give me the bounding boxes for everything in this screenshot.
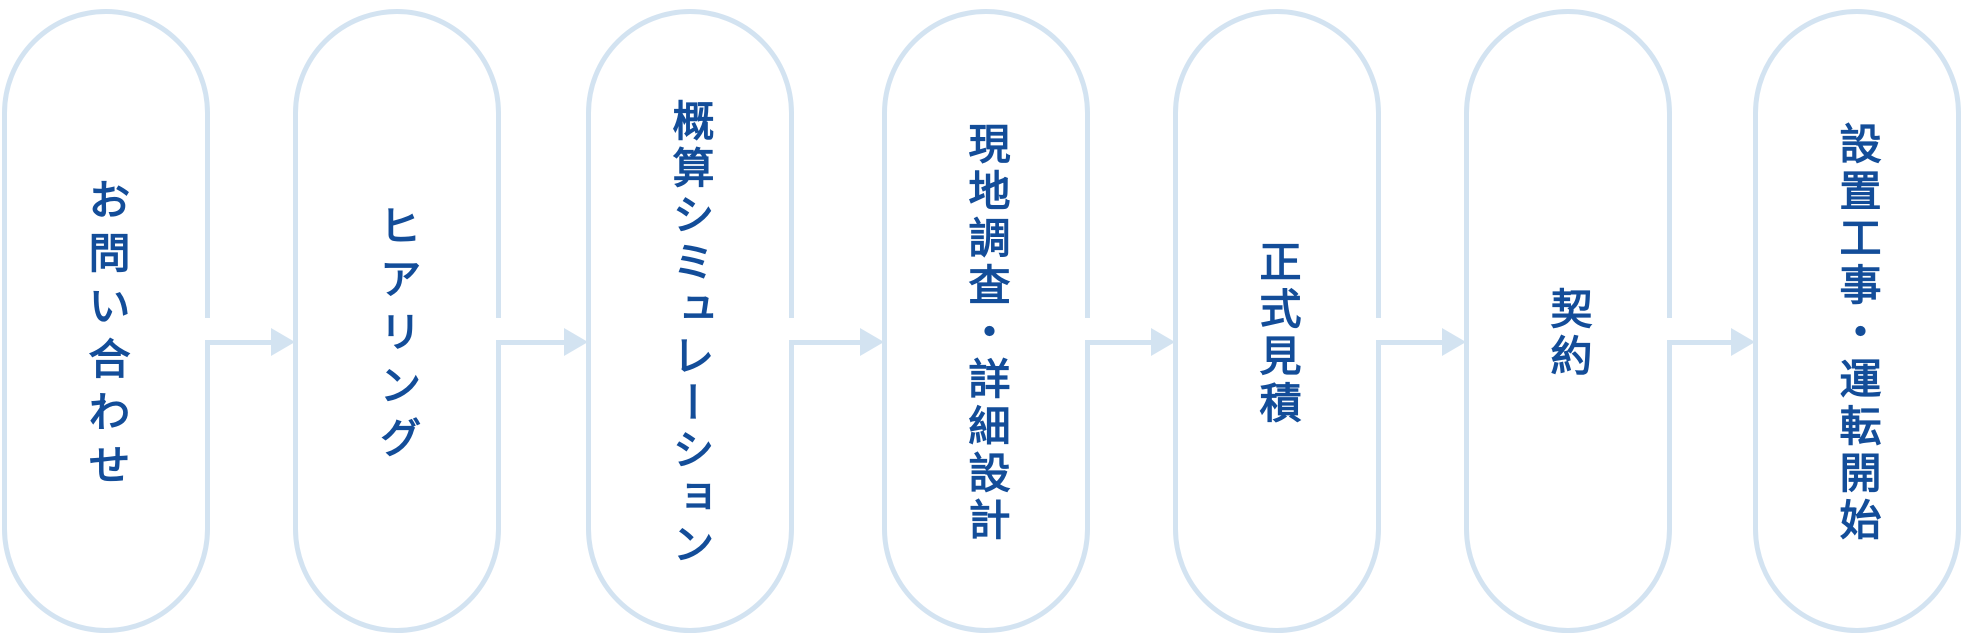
- step-label: 契約: [1544, 286, 1593, 381]
- outline-gap: [1083, 318, 1093, 340]
- step-contract: 契約: [1464, 9, 1672, 633]
- step-estimate-simulation: 概算シミュレーション: [586, 9, 794, 633]
- arrow-right-icon: [1151, 328, 1175, 356]
- outline-gap: [787, 318, 797, 340]
- outline-gap: [203, 318, 213, 340]
- connector-line: [1376, 340, 1442, 345]
- connector-line: [1667, 340, 1731, 345]
- connector-line: [205, 340, 271, 345]
- step-label: ヒアリング: [373, 204, 422, 469]
- arrow-right-icon: [1442, 328, 1466, 356]
- step-label: 概算シミュレーション: [666, 98, 715, 569]
- step-formal-quote: 正式見積: [1173, 9, 1381, 633]
- connector-line: [789, 340, 860, 345]
- step-label: 設置工事・運転開始: [1833, 122, 1882, 545]
- arrow-right-icon: [860, 328, 884, 356]
- step-inquiry: お問い合わせ: [2, 9, 210, 633]
- step-label: 現地調査・詳細設計: [962, 122, 1011, 545]
- step-label: お問い合わせ: [82, 177, 131, 496]
- outline-gap: [1374, 318, 1384, 340]
- step-installation-operation-start: 設置工事・運転開始: [1753, 9, 1961, 633]
- step-site-survey-detailed-design: 現地調査・詳細設計: [882, 9, 1090, 633]
- connector-line: [496, 340, 564, 345]
- arrow-right-icon: [271, 328, 295, 356]
- connector-line: [1085, 340, 1151, 345]
- step-label: 正式見積: [1253, 239, 1302, 428]
- outline-gap: [1665, 318, 1675, 340]
- outline-gap: [494, 318, 504, 340]
- arrow-right-icon: [564, 328, 588, 356]
- arrow-right-icon: [1731, 328, 1755, 356]
- step-hearing: ヒアリング: [293, 9, 501, 633]
